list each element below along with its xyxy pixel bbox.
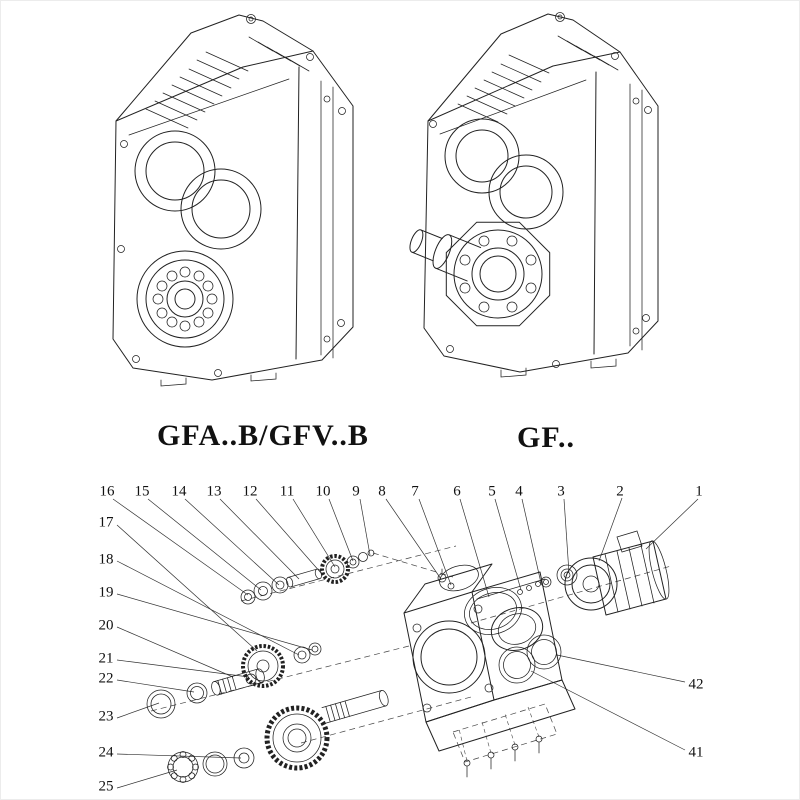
callout-9: 9 bbox=[352, 483, 360, 500]
gearbox-drawing-gf bbox=[406, 6, 711, 401]
motor-side-parts bbox=[464, 530, 670, 684]
gfab-cooling-fins bbox=[145, 36, 310, 129]
callout-16: 16 bbox=[99, 483, 115, 500]
callout-4: 4 bbox=[515, 483, 523, 500]
gfab-input-covers bbox=[134, 130, 262, 250]
callout-13: 13 bbox=[206, 483, 222, 500]
gfab-output-bearing bbox=[136, 250, 234, 348]
callout-14: 14 bbox=[171, 483, 187, 500]
gearbox-drawing-gfab bbox=[91, 9, 391, 409]
input-shaft-parts bbox=[240, 549, 455, 605]
gf-output-flange bbox=[445, 221, 551, 327]
callout-15: 15 bbox=[134, 483, 150, 500]
callout-24: 24 bbox=[98, 744, 114, 761]
intermediate-gear-parts bbox=[146, 642, 322, 719]
callout-23: 23 bbox=[98, 708, 114, 725]
gf-screws bbox=[429, 12, 652, 368]
callout-3: 3 bbox=[557, 483, 565, 500]
output-gear-parts bbox=[167, 690, 389, 783]
gfab-screws bbox=[117, 14, 346, 377]
gf-cooling-fins bbox=[457, 35, 619, 123]
callout-18: 18 bbox=[98, 551, 114, 568]
callout-42: 42 bbox=[688, 676, 704, 693]
callout-25: 25 bbox=[98, 778, 114, 795]
gearbox-gf-art bbox=[409, 12, 659, 378]
callout-10: 10 bbox=[315, 483, 331, 500]
callout-5: 5 bbox=[488, 483, 496, 500]
leader-lines bbox=[112, 497, 699, 789]
model-label-gf: GF.. bbox=[517, 421, 575, 454]
callout-19: 19 bbox=[98, 584, 114, 601]
gfab-outline bbox=[112, 14, 354, 387]
gearbox-housing bbox=[403, 563, 576, 778]
callout-21: 21 bbox=[98, 650, 114, 667]
callout-22: 22 bbox=[98, 670, 114, 687]
callout-12: 12 bbox=[242, 483, 258, 500]
assembly-axis-lines bbox=[150, 545, 672, 762]
model-label-gfab: GFA..B/GFV..B bbox=[157, 419, 369, 452]
callout-8: 8 bbox=[378, 483, 386, 500]
callout-20: 20 bbox=[98, 617, 114, 634]
callout-17: 17 bbox=[98, 514, 114, 531]
gf-output-shaft bbox=[409, 229, 482, 282]
callout-11: 11 bbox=[279, 483, 295, 500]
callout-7: 7 bbox=[411, 483, 419, 500]
gearbox-gfab-art bbox=[112, 14, 354, 387]
gf-input-covers bbox=[444, 118, 564, 230]
gf-outline bbox=[423, 13, 659, 378]
callout-41: 41 bbox=[688, 744, 704, 761]
callout-6: 6 bbox=[453, 483, 461, 500]
callout-2: 2 bbox=[616, 483, 624, 500]
callout-1: 1 bbox=[695, 483, 703, 500]
